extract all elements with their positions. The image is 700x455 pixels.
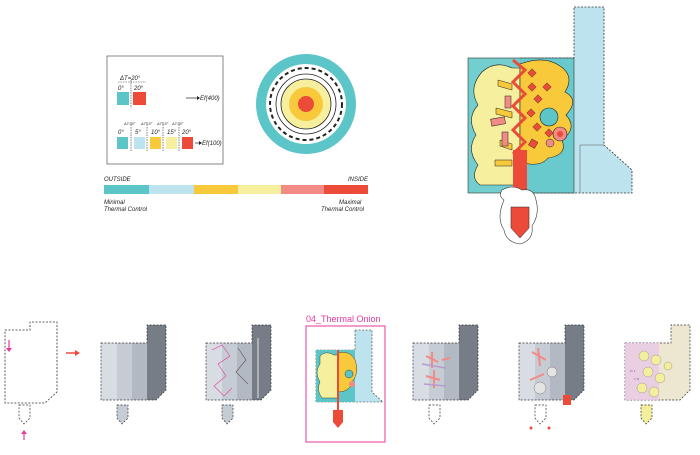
top-swatch-red xyxy=(133,92,146,105)
sequence-step-4-highlighted: 04_Thermal Onion xyxy=(305,314,386,443)
minimal-label-1: Minimal xyxy=(104,200,125,206)
delta-t-label: ΔT=20° xyxy=(119,76,141,82)
bottom-swatch-teal xyxy=(117,137,128,149)
sequence-step-3 xyxy=(205,324,272,425)
bottom-swatch-lightblue xyxy=(134,137,145,149)
svg-text:• ••: • •• xyxy=(634,376,640,381)
bottom-swatch-paleyellow xyxy=(166,137,177,149)
bottom-ef-label: Ef(100) xyxy=(202,141,222,147)
small-delta-2: ΔT=5° xyxy=(140,121,153,126)
thermal-onion-rings xyxy=(256,54,356,154)
top-swatch-teal xyxy=(117,92,129,105)
top-row-label-1: 20° xyxy=(133,86,144,92)
sequence-step-2 xyxy=(100,324,167,425)
bottom-swatch-yellow xyxy=(150,137,161,149)
outside-label: OUTSIDE xyxy=(104,177,132,183)
maximal-label-2: Thermal Control xyxy=(321,207,365,213)
svg-text:•• •: •• • xyxy=(630,368,636,373)
sequence-step-7: •• • • •• xyxy=(624,324,691,425)
bottom-row-label-1: 5° xyxy=(135,130,141,136)
sequence-step-5 xyxy=(412,324,479,425)
small-delta-1: ΔT=5° xyxy=(123,121,136,126)
bottom-row-label-0: 0° xyxy=(118,130,124,136)
top-row-label-0: 0° xyxy=(118,86,124,92)
top-ef-label: Ef(400) xyxy=(200,96,220,102)
bottom-row-label-2: 10° xyxy=(151,130,161,136)
bottom-swatch-red xyxy=(182,137,193,149)
sequence-step-6 xyxy=(518,324,585,430)
bottom-row-label-3: 15° xyxy=(167,130,177,136)
small-delta-3: ΔT=5° xyxy=(156,121,169,126)
sequence-step-1 xyxy=(4,321,80,440)
inside-label: INSIDE xyxy=(348,177,369,183)
legend-box: ΔT=20° 0° 20° Ef(400) 0° 5° 10° 15° 20° … xyxy=(106,55,224,165)
bottom-row-label-4: 20° xyxy=(181,130,192,136)
small-delta-4: ΔT=5° xyxy=(171,121,184,126)
highlight-label: 04_Thermal Onion xyxy=(306,314,381,324)
highlight-frame xyxy=(305,325,386,443)
thermal-gradient-bar: OUTSIDE INSIDE Minimal Thermal Control M… xyxy=(104,177,369,213)
large-floor-plan xyxy=(467,6,633,245)
maximal-label-1: Maximal xyxy=(339,200,362,206)
minimal-label-2: Thermal Control xyxy=(104,207,148,213)
